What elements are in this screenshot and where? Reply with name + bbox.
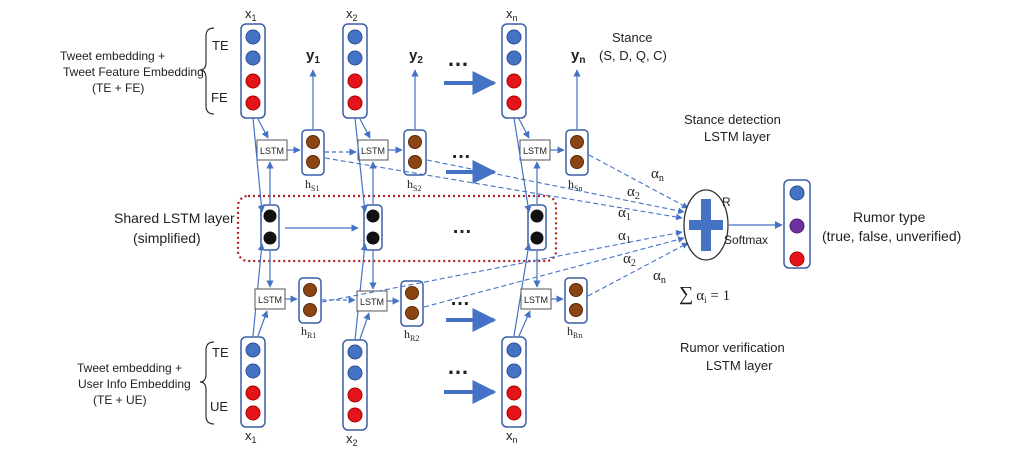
shared-vector-1 xyxy=(260,204,280,251)
top-te-label: TE xyxy=(212,38,229,53)
arrow-xbot1-lstm xyxy=(257,310,269,337)
svg-text:…: … xyxy=(451,141,471,163)
lstm-stance-n: LSTM xyxy=(519,139,551,161)
softmax-label: Softmax xyxy=(724,233,768,247)
y-label-n: yn xyxy=(571,47,585,66)
top-input-vector-1 xyxy=(240,23,266,119)
attention-arrows xyxy=(321,154,689,308)
bottom-input-label-line3: (TE + UE) xyxy=(93,393,147,407)
dots-top-inputs: … xyxy=(444,46,497,95)
bottom-input-label-line2: User Info Embedding xyxy=(78,377,191,391)
dots-stance-layer: … xyxy=(446,141,497,184)
y-label-1: y1 xyxy=(306,47,320,66)
stance-layer-line1: Stance detection xyxy=(684,112,781,127)
alpha-top-2: α2 xyxy=(627,184,640,202)
x-label-bottom-2: x2 xyxy=(346,431,358,448)
rumor-type-line1: Rumor type xyxy=(853,209,926,225)
stance-layer-line2: LSTM layer xyxy=(704,129,771,144)
arrow-xtopn-lstm xyxy=(518,118,530,139)
top-input-label-line1: Tweet embedding + xyxy=(60,49,165,63)
hr-label-2: hR2 xyxy=(404,327,419,343)
bottom-input-vector-2 xyxy=(342,339,368,431)
svg-text:LSTM: LSTM xyxy=(524,295,548,305)
x-label-top-2: x2 xyxy=(346,6,358,23)
dots-rumor-layer: … xyxy=(446,288,497,332)
y-label-2: y2 xyxy=(409,47,423,66)
stance-label-line2: (S, D, Q, C) xyxy=(599,48,667,63)
dots-bottom-inputs: … xyxy=(444,354,497,404)
bottom-ue-label: UE xyxy=(210,399,228,414)
arrow-xtop2-lstm xyxy=(359,118,371,139)
rumor-layer-line1: Rumor verification xyxy=(680,340,785,355)
svg-text:…: … xyxy=(450,288,470,310)
dots-shared-layer: … xyxy=(452,216,472,238)
xtop2-to-shared xyxy=(354,117,368,213)
hr-vector-n xyxy=(564,277,588,324)
top-input-label-line2: Tweet Feature Embedding xyxy=(63,65,204,79)
svg-text:LSTM: LSTM xyxy=(360,297,384,307)
shared-layer-line2: (simplified) xyxy=(133,230,201,246)
hs-label-2: hS2 xyxy=(407,177,421,193)
hr-vector-1 xyxy=(298,277,322,324)
rumor-layer-line2: LSTM layer xyxy=(706,358,773,373)
alpha-bottom-n: αn xyxy=(653,268,666,286)
xtop1-to-shared xyxy=(252,117,265,213)
alpha-sum-formula: ∑αi = 1 xyxy=(679,283,730,305)
hs-label-n: hSn xyxy=(568,177,582,193)
lstm-rumor-1: LSTM xyxy=(254,288,286,310)
stance-label-line1: Stance xyxy=(612,30,652,45)
rumor-type-line2: (true, false, unverified) xyxy=(822,228,961,244)
hr-label-n: hRn xyxy=(567,324,582,340)
svg-text:…: … xyxy=(447,46,469,71)
shared-layer-line1: Shared LSTM layer xyxy=(114,210,235,226)
shared-vector-n xyxy=(527,204,547,251)
bottom-input-vector-n xyxy=(501,336,527,428)
xtopn-to-shared xyxy=(513,117,532,213)
arrow-xtop1-lstm xyxy=(257,118,269,139)
x-label-top-n: xn xyxy=(506,6,518,23)
bottom-input-bracket xyxy=(199,341,215,425)
bottom-input-label-line1: Tweet embedding + xyxy=(77,361,182,375)
x-label-bottom-1: x1 xyxy=(245,428,257,445)
shared-vector-2 xyxy=(363,204,383,251)
hr-vector-2 xyxy=(400,280,424,327)
top-input-label-line3: (TE + FE) xyxy=(92,81,144,95)
arrow-xbotn-lstm xyxy=(518,310,531,337)
svg-text:LSTM: LSTM xyxy=(258,295,282,305)
svg-text:LSTM: LSTM xyxy=(361,146,385,156)
svg-text:…: … xyxy=(447,354,469,379)
svg-text:LSTM: LSTM xyxy=(523,146,547,156)
hs-vector-n xyxy=(565,129,589,176)
alpha-bottom-2: α2 xyxy=(623,251,636,269)
hr-label-1: hR1 xyxy=(301,324,316,340)
lstm-stance-2: LSTM xyxy=(357,139,389,161)
x-label-top-1: x1 xyxy=(245,6,257,23)
rumor-type-vector xyxy=(783,179,811,269)
top-input-vector-2 xyxy=(342,23,368,119)
combine-node xyxy=(683,189,729,261)
arrow-xbot2-lstm xyxy=(359,312,371,340)
combine-r-label: R xyxy=(722,195,731,209)
shared-lstm-region xyxy=(236,194,558,263)
bottom-input-vector-1 xyxy=(240,336,266,428)
alpha-top-1: α1 xyxy=(618,205,631,223)
bottom-te-label: TE xyxy=(212,345,229,360)
hs-vector-1 xyxy=(301,129,325,176)
svg-text:LSTM: LSTM xyxy=(260,146,284,156)
lstm-stance-1: LSTM xyxy=(256,139,288,161)
lstm-rumor-n: LSTM xyxy=(520,288,552,310)
alpha-top-n: αn xyxy=(651,166,664,184)
top-fe-label: FE xyxy=(211,90,228,105)
hs-label-1: hS1 xyxy=(305,177,319,193)
top-input-vector-n xyxy=(501,23,527,119)
alpha-bottom-1: α1 xyxy=(618,228,631,246)
top-input-bracket xyxy=(199,27,215,115)
hs-vector-2 xyxy=(403,129,427,176)
x-label-bottom-n: xn xyxy=(506,428,518,445)
